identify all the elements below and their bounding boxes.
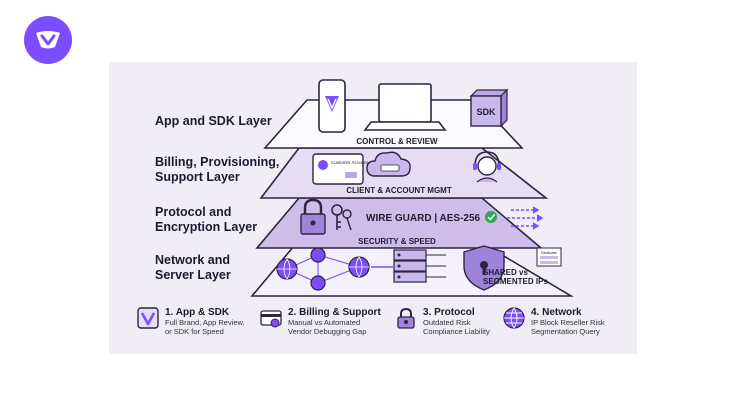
sdk-label: SDK bbox=[476, 107, 496, 117]
legend-title: 2. Billing & Support bbox=[288, 307, 381, 318]
checkmark-icon bbox=[485, 211, 497, 223]
padlock-icon bbox=[397, 307, 415, 329]
legend-item-billing: 2. Billing & Support Manual vs Automated… bbox=[260, 307, 381, 336]
network-globes-icon bbox=[276, 247, 370, 291]
laptop-icon bbox=[363, 83, 447, 131]
legend-item-app-sdk: 1. App & SDK Full Brand, App Review, or … bbox=[137, 307, 245, 336]
legend-desc-line1: Full Brand, App Review, bbox=[165, 318, 245, 327]
legend-desc-line1: Manual vs Automated bbox=[288, 318, 361, 327]
phone-icon bbox=[318, 79, 346, 133]
keys-icon bbox=[331, 204, 352, 231]
sdk-box-icon: SDK bbox=[469, 88, 509, 128]
brand-logo-icon bbox=[24, 16, 72, 64]
shield-icon bbox=[463, 245, 505, 291]
globe-icon bbox=[503, 307, 525, 329]
layer-title-app-sdk: App and SDK Layer bbox=[155, 114, 272, 128]
band-label-client: CLIENT & ACCOUNT MGMT bbox=[346, 186, 452, 195]
layer-title-billing: Billing, Provisioning, Support Layer bbox=[155, 155, 280, 184]
band-label-security: SECURITY & SPEED bbox=[358, 237, 436, 246]
protocol-text: WIRE GUARD | AES-256 bbox=[366, 213, 481, 224]
arrows-icon bbox=[507, 206, 544, 230]
layer-title-network: Network and Server Layer bbox=[155, 253, 231, 282]
legend-desc-line1: Outdated Risk bbox=[423, 318, 471, 327]
shared-ips-text: SHARED vs bbox=[483, 268, 528, 277]
legend-desc-line1: IP Block Reseller Risk bbox=[531, 318, 605, 327]
app-v-icon bbox=[137, 307, 159, 329]
legend-item-network: 4. Network IP Block Reseller Risk Segmen… bbox=[503, 307, 605, 336]
padlock-icon bbox=[300, 198, 326, 235]
layer-title-protocol: Protocol and Encryption Layer bbox=[155, 205, 258, 234]
legend-desc-line2: Segmentation Query bbox=[531, 327, 600, 336]
dedicated-server-icon: Dedicate bbox=[536, 247, 562, 267]
cloud-icon bbox=[366, 151, 411, 177]
billing-card-icon bbox=[260, 310, 282, 328]
band-label-control: CONTROL & REVIEW bbox=[356, 137, 438, 146]
layer-pyramid-diagram: CONTROL & REVIEW CLIENT & ACCOUNT MGMT S… bbox=[250, 79, 574, 297]
legend-title: 4. Network bbox=[531, 307, 582, 318]
dedicated-tag: Dedicate bbox=[541, 250, 558, 255]
server-rack-icon bbox=[393, 249, 446, 283]
customer-account-label: Customer Account bbox=[331, 160, 369, 165]
legend-title: 1. App & SDK bbox=[165, 307, 230, 318]
diagram-panel: App and SDK Layer Billing, Provisioning,… bbox=[109, 62, 637, 354]
segmented-ips-text: SEGMENTED IPs bbox=[483, 277, 548, 286]
legend-desc-line2: Vendor Debugging Gap bbox=[288, 327, 367, 336]
legend-desc-line2: Compliance Liability bbox=[423, 327, 490, 336]
support-headset-icon bbox=[473, 151, 501, 183]
legend-desc-line2: or SDK for Speed bbox=[165, 327, 224, 336]
customer-account-card-icon: Customer Account bbox=[312, 153, 369, 185]
legend-title: 3. Protocol bbox=[423, 307, 475, 318]
legend-item-protocol: 3. Protocol Outdated Risk Compliance Lia… bbox=[395, 307, 490, 336]
